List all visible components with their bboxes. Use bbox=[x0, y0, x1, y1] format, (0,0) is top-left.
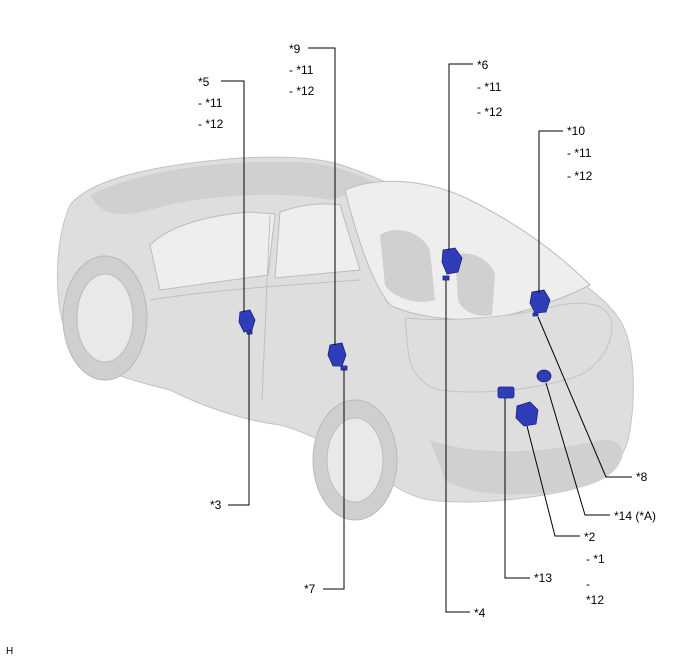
callout-5-sub-11: - *11 bbox=[198, 96, 223, 110]
highlighted-components bbox=[238, 247, 552, 427]
corner-label: H bbox=[6, 646, 13, 657]
callout-9: *9 bbox=[289, 42, 301, 56]
rear-wheel-rim bbox=[76, 273, 134, 363]
leader-9 bbox=[308, 47, 336, 345]
front-wheel-rim bbox=[326, 417, 384, 503]
callout-2-sub-dash: - bbox=[586, 577, 590, 591]
leader-14 bbox=[545, 382, 610, 516]
interior-seat bbox=[380, 230, 435, 302]
leader-2 bbox=[526, 425, 580, 537]
component-5 bbox=[238, 309, 256, 333]
leader-5 bbox=[221, 80, 245, 312]
component-6 bbox=[441, 247, 463, 275]
callout-10: *10 bbox=[567, 124, 585, 138]
leader-6 bbox=[448, 63, 473, 250]
component-13 bbox=[497, 386, 515, 399]
callout-2-sub-1: - *1 bbox=[586, 552, 605, 566]
leader-3 bbox=[228, 333, 250, 506]
roof-panel bbox=[90, 161, 380, 215]
leader-4 bbox=[445, 280, 470, 613]
callout-2-sub-12: *12 bbox=[586, 593, 604, 607]
door-seam bbox=[261, 214, 271, 401]
callout-14: *14 (*A) bbox=[614, 509, 656, 523]
component-8 bbox=[532, 312, 539, 317]
door-seam bbox=[149, 279, 361, 301]
component-10 bbox=[529, 289, 551, 314]
callout-8: *8 bbox=[636, 470, 648, 484]
interior-seat bbox=[455, 253, 495, 316]
leader-8 bbox=[537, 316, 632, 478]
leader-7 bbox=[323, 369, 345, 590]
callout-3: *3 bbox=[210, 498, 222, 512]
component-2 bbox=[515, 401, 539, 427]
component-4 bbox=[442, 275, 450, 281]
callout-13: *13 bbox=[534, 571, 552, 585]
callout-5: *5 bbox=[198, 75, 210, 89]
callout-4: *4 bbox=[474, 606, 486, 620]
callout-10-sub-12: - *12 bbox=[567, 169, 593, 183]
callout-2: *2 bbox=[584, 530, 596, 544]
callout-6: *6 bbox=[477, 58, 489, 72]
leader-13 bbox=[504, 398, 530, 579]
callout-7: *7 bbox=[304, 582, 316, 596]
callout-9-sub-12: - *12 bbox=[289, 84, 315, 98]
leader-10 bbox=[538, 130, 563, 293]
callout-9-sub-11: - *11 bbox=[289, 63, 314, 77]
callout-6-sub-11: - *11 bbox=[477, 80, 502, 94]
callout-10-sub-11: - *11 bbox=[567, 146, 592, 160]
leader-lines bbox=[221, 47, 632, 613]
front-side-window bbox=[274, 203, 361, 279]
callout-6-sub-12: - *12 bbox=[477, 105, 503, 119]
component-14 bbox=[536, 369, 552, 383]
callout-labels: *5 - *11 - *12 *9 - *11 - *12 *6 - *11 -… bbox=[6, 42, 656, 657]
callout-5-sub-12: - *12 bbox=[198, 117, 224, 131]
